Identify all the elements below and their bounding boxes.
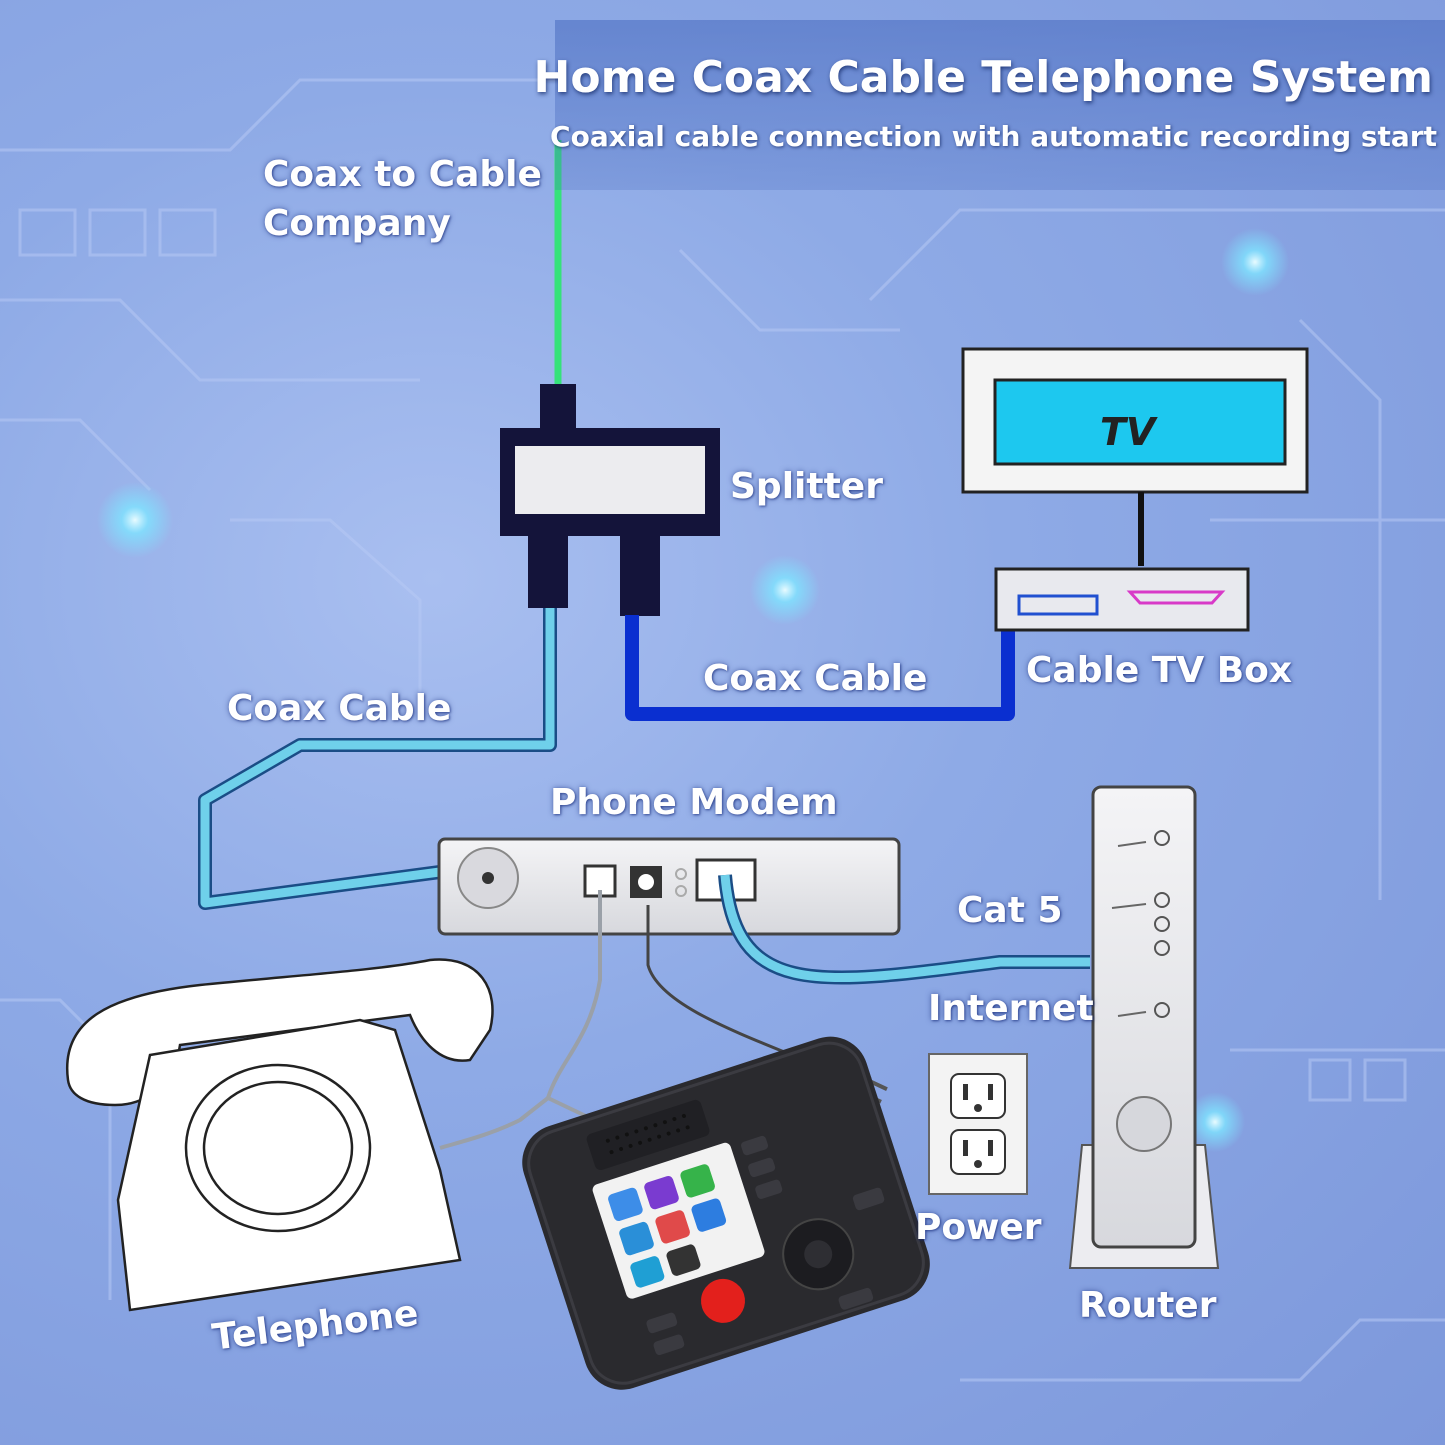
label-phone-modem: Phone Modem	[550, 782, 838, 823]
label-splitter: Splitter	[730, 466, 883, 507]
router-icon	[1068, 785, 1220, 1269]
glow-dot	[1185, 1092, 1245, 1152]
label-coax-to-cable-line2: Company	[263, 203, 451, 244]
phone-line	[546, 890, 602, 1099]
outlet-icon	[928, 1053, 1028, 1195]
label-internet: Internet	[928, 988, 1094, 1029]
tv-icon	[961, 347, 1309, 566]
page-title: Home Coax Cable Telephone System	[533, 52, 1433, 103]
label-tv: TV	[1100, 410, 1156, 454]
coax-cable-dark	[625, 615, 1015, 721]
title-band: Home Coax Cable Telephone System Coaxial…	[534, 20, 1445, 190]
glow-dot	[750, 555, 820, 625]
modem-icon	[437, 837, 901, 936]
label-coax-cable-left: Coax Cable	[227, 688, 452, 729]
label-coax-cable-right: Coax Cable	[703, 658, 928, 699]
label-coax-to-cable-line1: Coax to Cable	[263, 154, 542, 195]
telephone-icon	[65, 958, 494, 1312]
circuit-background	[0, 78, 1445, 1382]
splitter-icon	[500, 384, 720, 616]
label-cat5: Cat 5	[957, 890, 1063, 931]
cat5-cable-core	[720, 874, 1090, 983]
phone-line-telephone	[439, 1096, 550, 1150]
page-subtitle: Coaxial cable connection with automatic …	[550, 120, 1437, 153]
label-cable-tv-box: Cable TV Box	[1026, 650, 1293, 691]
cable-tv-box-icon	[994, 567, 1250, 632]
recorder-icon	[522, 1036, 930, 1390]
label-power: Power	[915, 1207, 1042, 1248]
label-router: Router	[1079, 1285, 1217, 1326]
glow-dot	[1221, 228, 1289, 296]
glow-dot	[97, 482, 173, 558]
phone-line-recorder	[547, 1096, 591, 1120]
